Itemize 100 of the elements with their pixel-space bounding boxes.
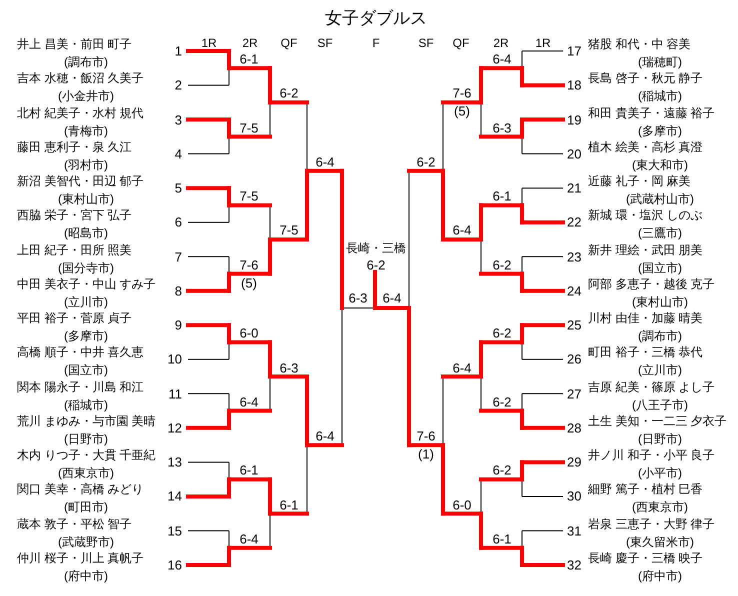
- score-label: 7-5: [280, 224, 298, 237]
- round-header: SF: [418, 37, 434, 49]
- round-header: SF: [317, 37, 333, 49]
- score-label: (5): [241, 276, 257, 290]
- city-name: (立川市): [64, 296, 108, 308]
- seed-number: 26: [567, 352, 582, 366]
- player-names: 井上 昌美・前田 町子: [17, 38, 132, 50]
- player-names: 井ノ川 和子・小平 良子: [588, 449, 715, 462]
- city-name: (東久留米市): [626, 536, 694, 548]
- seed-number: 18: [567, 78, 582, 92]
- seed-number: 31: [567, 524, 582, 538]
- player-names: 平田 裕子・菅原 貞子: [17, 312, 132, 324]
- player-names: 阿部 多恵子・越後 克子: [588, 278, 715, 290]
- champion-names: 長崎・三橋: [346, 242, 406, 254]
- seed-number: 20: [567, 147, 582, 160]
- player-names: 細野 篤子・植村 巳香: [588, 483, 703, 496]
- city-name: (日野市): [64, 432, 108, 445]
- score-label: 7-5: [240, 121, 258, 134]
- city-name: (立川市): [638, 364, 682, 376]
- seed-number: 3: [174, 113, 182, 126]
- player-names: 吉本 水穂・飯沼 久美子: [17, 72, 144, 84]
- city-name: (三鷹市): [638, 227, 682, 240]
- score-label: 6-1: [240, 464, 258, 477]
- score-label: (5): [454, 104, 470, 118]
- score-label: 6-1: [240, 52, 258, 66]
- seed-number: 23: [567, 250, 582, 264]
- city-name: (稲城市): [638, 90, 682, 102]
- score-label: 6-2: [492, 464, 512, 477]
- seed-number: 1: [174, 44, 182, 58]
- city-name: (瑞穂町): [638, 56, 682, 68]
- player-names: 長崎 慶子・三橋 映子: [588, 552, 703, 564]
- city-name: (東村山市): [632, 296, 688, 308]
- score-label: 6-1: [492, 190, 512, 203]
- score-label: 6-4: [240, 532, 258, 546]
- score-label: 7-6: [452, 86, 472, 100]
- city-name: (町田市): [64, 501, 108, 514]
- seed-number: 13: [168, 456, 182, 469]
- player-names: 和田 貴美子・遠藤 裕子: [588, 106, 715, 119]
- seed-number: 4: [174, 147, 182, 160]
- seed-number: 2: [174, 78, 182, 92]
- score-label: 6-0: [240, 326, 258, 340]
- city-name: (稲城市): [64, 398, 108, 411]
- score-label: 6-2: [492, 395, 512, 408]
- city-name: (小金井市): [58, 90, 114, 102]
- seed-number: 10: [168, 352, 182, 366]
- player-names: 新沼 美智代・田辺 郁子: [17, 175, 144, 188]
- player-names: 関本 陽永子・川島 和江: [17, 380, 144, 393]
- city-name: (多摩市): [638, 124, 682, 137]
- seed-number: 17: [567, 44, 582, 58]
- seed-number: 27: [567, 387, 582, 400]
- score-label: 6-4: [452, 224, 472, 237]
- player-names: 中田 美衣子・中山 すみ子: [17, 278, 156, 290]
- round-header: 2R: [493, 37, 509, 49]
- player-names: 木内 りつ子・大貫 千亜紀: [17, 449, 156, 462]
- city-name: (八王子市): [632, 398, 688, 411]
- city-name: (昭島市): [64, 227, 108, 240]
- player-names: 北村 紀美子・水村 規代: [17, 106, 144, 119]
- city-name: (東村山市): [58, 193, 114, 206]
- player-names: 猪股 和代・中 容美: [588, 38, 691, 50]
- city-name: (西東京市): [632, 501, 688, 514]
- player-names: 長島 啓子・秋元 静子: [588, 72, 703, 84]
- round-header: 1R: [201, 37, 217, 49]
- city-name: (武蔵村山市): [626, 193, 694, 206]
- player-names: 藤田 恵利子・泉 久江: [17, 140, 132, 153]
- player-names: 関口 美幸・高橋 みどり: [17, 483, 144, 496]
- seed-number: 28: [567, 421, 582, 434]
- seed-number: 19: [567, 113, 582, 126]
- score-label: 7-5: [240, 190, 258, 203]
- seed-number: 16: [168, 558, 182, 572]
- score-label: 6-2: [416, 155, 436, 168]
- score-label: 6-4: [452, 361, 472, 374]
- seed-number: 7: [174, 250, 182, 264]
- score-label: 6-3: [280, 361, 298, 374]
- city-name: (東大和市): [632, 158, 688, 171]
- seed-number: 30: [567, 490, 582, 503]
- city-name: (国立市): [64, 364, 108, 376]
- player-names: 仲川 桜子・川上 真帆子: [17, 552, 144, 564]
- score-label: 6-2: [492, 326, 512, 340]
- seed-number: 29: [567, 456, 582, 469]
- score-label: 6-3: [492, 121, 512, 134]
- player-names: 土生 美知・一二三 夕衣子: [588, 414, 727, 427]
- seed-number: 22: [567, 216, 582, 229]
- city-name: (日野市): [638, 432, 682, 445]
- city-name: (武蔵野市): [58, 536, 114, 548]
- player-names: 川村 由佳・加藤 晴美: [588, 312, 703, 324]
- player-names: 荒川 まゆみ・与市園 美晴: [17, 414, 156, 427]
- player-names: 近藤 礼子・岡 麻美: [588, 175, 691, 188]
- score-label: 6-4: [492, 52, 512, 66]
- round-header: F: [372, 37, 380, 49]
- city-name: (小平市): [638, 467, 682, 480]
- seed-number: 9: [174, 318, 182, 332]
- score-label: 6-0: [452, 498, 472, 512]
- score-label: 6-4: [382, 292, 402, 304]
- score-label: 6-2: [492, 258, 512, 272]
- score-label: 6-3: [348, 292, 368, 304]
- seed-number: 6: [174, 216, 182, 229]
- city-name: (国分寺市): [58, 262, 114, 274]
- seed-number: 24: [567, 284, 582, 298]
- score-label: 7-6: [416, 430, 436, 443]
- player-names: 西脇 栄子・宮下 弘子: [17, 209, 132, 222]
